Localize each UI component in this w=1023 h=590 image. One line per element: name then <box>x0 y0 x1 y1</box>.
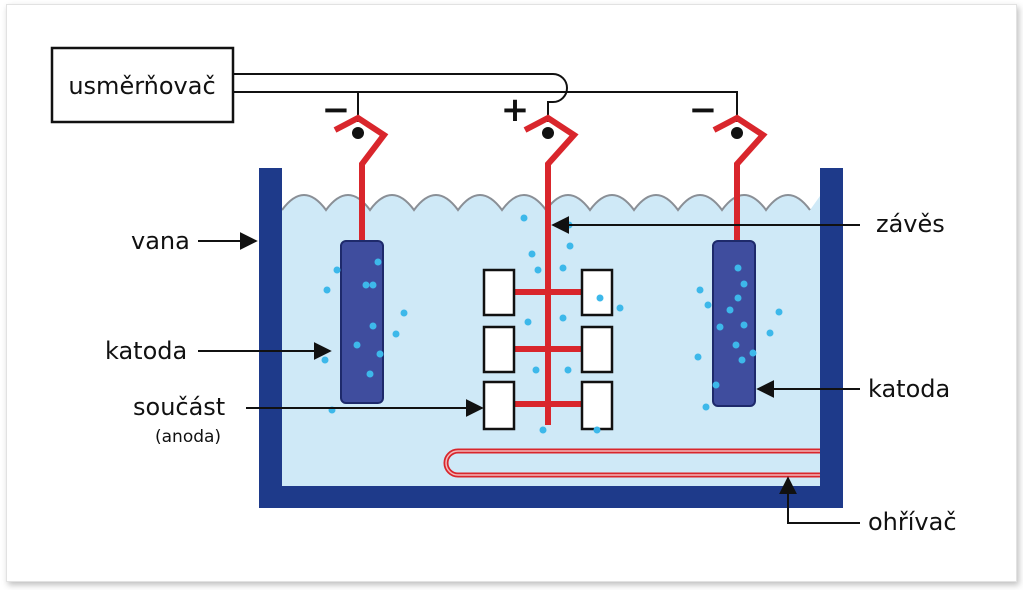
contact-center <box>542 127 554 139</box>
callouts <box>198 216 860 524</box>
parts <box>482 268 614 431</box>
wire-positive <box>233 73 568 122</box>
hook-right <box>712 114 768 242</box>
sign-right: − <box>689 90 718 130</box>
label-part: součást <box>133 393 225 421</box>
cathode-left <box>340 240 384 404</box>
cathode-right <box>712 240 756 407</box>
wire-negative <box>233 91 738 122</box>
label-heater: ohřívač <box>868 508 957 536</box>
hook-center <box>523 114 579 425</box>
label-part-note: (anoda) <box>155 427 221 447</box>
hook-left <box>333 114 389 242</box>
contact-left <box>352 127 364 139</box>
label-cathode-left: katoda <box>105 337 187 365</box>
rectifier-box <box>50 46 235 124</box>
sign-center: + <box>501 90 530 130</box>
label-tank: vana <box>131 227 190 255</box>
label-rack: závěs <box>876 210 945 238</box>
label-cathode-right: katoda <box>868 375 950 403</box>
rectifier-label: usměrňovač <box>68 72 215 100</box>
contact-right <box>731 127 743 139</box>
rack-arms <box>514 289 582 407</box>
